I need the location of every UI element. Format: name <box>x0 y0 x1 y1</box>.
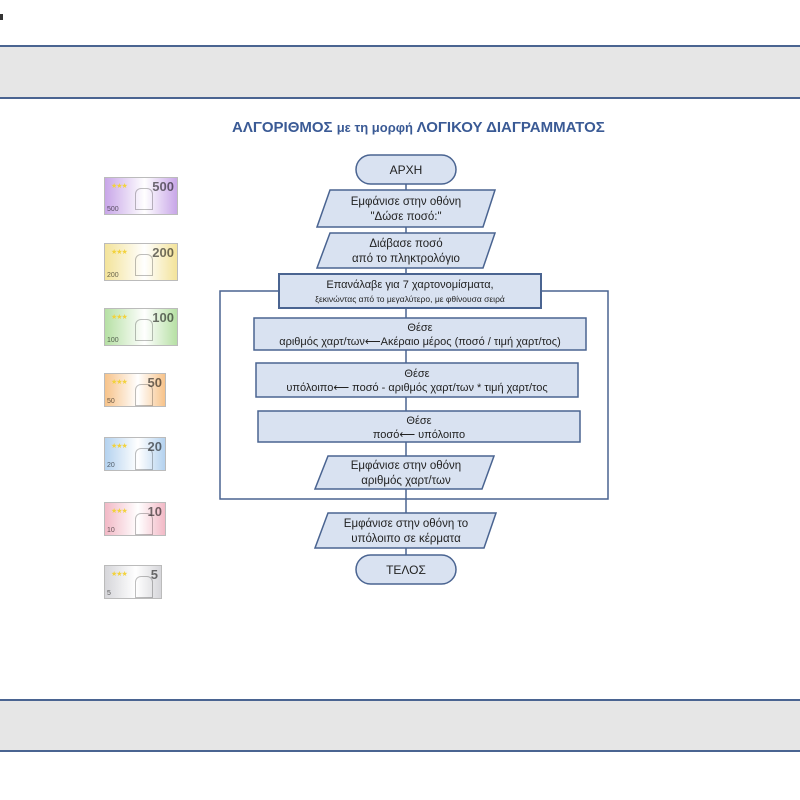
arch-icon <box>135 513 153 535</box>
assign-count-line1: Θέσε <box>407 322 432 334</box>
banknote-value: 500 <box>152 179 174 194</box>
banknote-500-euro: ★★★ 500 500 <box>104 177 178 215</box>
assign-amount-box: Θέσε ποσό⟵ υπόλοιπο <box>257 410 581 443</box>
banknote-5-euro: ★★★ 5 5 <box>104 565 162 599</box>
banknote-value-small: 20 <box>107 462 115 469</box>
banknote-200-euro: ★★★ 200 200 <box>104 243 178 281</box>
output-prompt-line1: Εμφάνισε στην οθόνη <box>351 196 461 208</box>
arch-icon <box>135 188 153 210</box>
corner-mark <box>0 14 3 20</box>
arch-icon <box>135 576 153 598</box>
eu-stars-icon: ★★★ <box>111 249 128 256</box>
input-amount-line2: από το πληκτρολόγιο <box>352 253 460 265</box>
output-count-line2: αριθμός χαρτ/των <box>361 475 451 487</box>
eu-stars-icon: ★★★ <box>111 443 128 450</box>
banknote-value: 20 <box>147 439 162 454</box>
loop-frame <box>219 290 609 500</box>
assign-count-line2: αριθμός χαρτ/των⟵Ακέραιο μέρος (ποσό / τ… <box>279 336 561 348</box>
assign-count-box: Θέσε αριθμός χαρτ/των⟵Ακέραιο μέρος (ποσ… <box>253 317 587 351</box>
banknote-100-euro: ★★★ 100 100 <box>104 308 178 346</box>
banknote-value: 10 <box>147 504 162 519</box>
arch-icon <box>135 319 153 341</box>
banknote-value-small: 100 <box>107 337 119 344</box>
eu-stars-icon: ★★★ <box>111 314 128 321</box>
banknote-value-small: 5 <box>107 590 111 597</box>
arch-icon <box>135 254 153 276</box>
banknote-value: 5 <box>150 567 158 582</box>
assign-amount-line1: Θέσε <box>406 415 431 427</box>
output-count-box: Εμφάνισε στην οθόνη αριθμός χαρτ/των <box>313 455 496 490</box>
assign-remainder-box: Θέσε υπόλοιπο⟵ ποσό - αριθμός χαρτ/των *… <box>255 362 579 398</box>
top-band <box>0 45 800 99</box>
end-label: ΤΕΛΟΣ <box>386 563 426 577</box>
loop-line2: ξεκινώντας από το μεγαλύτερο, με φθίνουσ… <box>315 294 505 304</box>
bottom-band <box>0 699 800 752</box>
banknote-value: 100 <box>152 310 174 325</box>
banknote-20-euro: ★★★ 20 20 <box>104 437 166 471</box>
eu-stars-icon: ★★★ <box>111 183 128 190</box>
output-count-line1: Εμφάνισε στην οθόνη <box>351 460 461 472</box>
banknote-value-small: 500 <box>107 206 119 213</box>
eu-stars-icon: ★★★ <box>111 508 128 515</box>
eu-stars-icon: ★★★ <box>111 571 128 578</box>
assign-remainder-line2: υπόλοιπο⟵ ποσό - αριθμός χαρτ/των * τιμή… <box>286 382 547 394</box>
loop-header-box: Επανάλαβε για 7 χαρτονομίσματα, ξεκινώντ… <box>278 273 542 309</box>
output-prompt-box: Εμφάνισε στην οθόνη "Δώσε ποσό:" <box>315 189 497 228</box>
output-prompt-line2: "Δώσε ποσό:" <box>370 211 441 223</box>
arch-icon <box>135 448 153 470</box>
banknote-value: 200 <box>152 245 174 260</box>
output-remainder-box: Εμφάνισε στην οθόνη το υπόλοιπο σε κέρμα… <box>313 512 498 549</box>
title-middle: με τη μορφή <box>336 120 413 135</box>
input-amount-line1: Διάβασε ποσό <box>369 238 442 250</box>
banknote-value-small: 200 <box>107 272 119 279</box>
eu-stars-icon: ★★★ <box>111 379 128 386</box>
banknote-value-small: 10 <box>107 527 115 534</box>
assign-remainder-line1: Θέσε <box>404 368 429 380</box>
loop-line1: Επανάλαβε για 7 χαρτονομίσματα, <box>326 279 493 291</box>
title-end: ΛΟΓΙΚΟΥ ΔΙΑΓΡΑΜΜΑΤΟΣ <box>416 119 605 136</box>
assign-amount-line2: ποσό⟵ υπόλοιπο <box>373 429 465 441</box>
start-terminal: ΑΡΧΗ <box>355 154 457 185</box>
arch-icon <box>135 384 153 406</box>
output-remainder-line1: Εμφάνισε στην οθόνη το <box>344 518 468 530</box>
title-main: ΑΛΓΟΡΙΘΜΟΣ <box>232 119 333 136</box>
input-amount-box: Διάβασε ποσό από το πληκτρολόγιο <box>315 232 497 269</box>
output-remainder-line2: υπόλοιπο σε κέρματα <box>351 533 461 545</box>
start-label: ΑΡΧΗ <box>390 163 423 177</box>
end-terminal: ΤΕΛΟΣ <box>355 554 457 585</box>
banknote-value: 50 <box>147 375 162 390</box>
banknote-10-euro: ★★★ 10 10 <box>104 502 166 536</box>
banknote-value-small: 50 <box>107 398 115 405</box>
diagram-title: ΑΛΓΟΡΙΘΜΟΣ με τη μορφή ΛΟΓΙΚΟΥ ΔΙΑΓΡΑΜΜΑ… <box>232 119 652 136</box>
banknote-50-euro: ★★★ 50 50 <box>104 373 166 407</box>
